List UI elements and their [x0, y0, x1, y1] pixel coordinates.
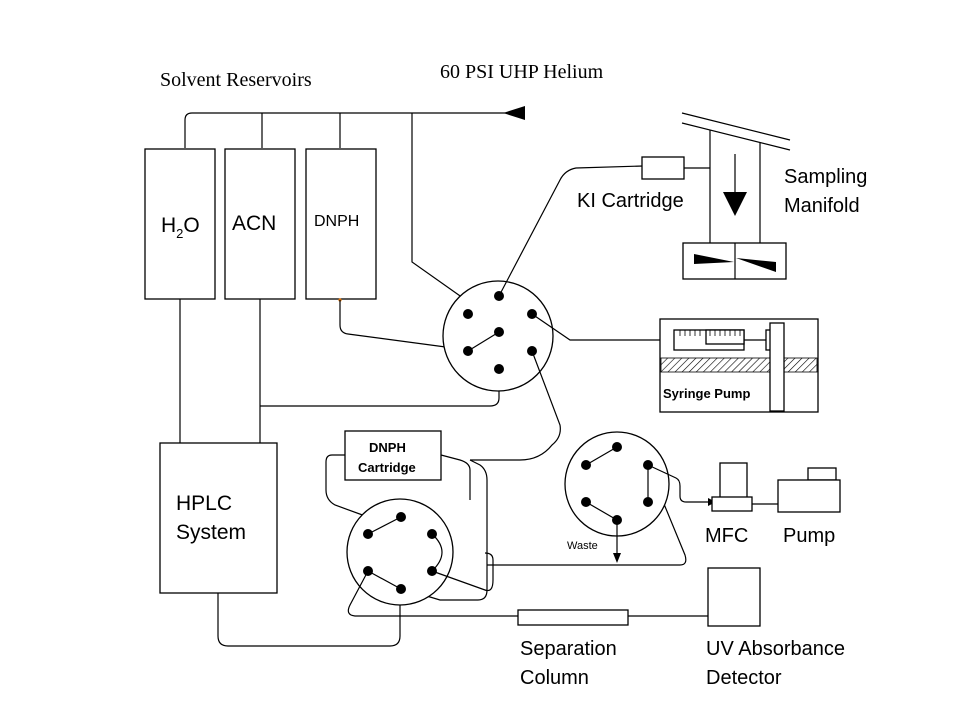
- solvent-lines: [179, 299, 500, 443]
- dnph-label: DNPH: [314, 213, 359, 230]
- ki-cartridge: [641, 156, 685, 180]
- line-to-ki-cartridge: [498, 165, 644, 297]
- vacuum-pump: [777, 467, 841, 513]
- uv-detector-label-line1: UV Absorbance: [706, 638, 845, 660]
- dnph-cartridge: [344, 430, 442, 481]
- pump-label: Pump: [783, 525, 835, 547]
- dnph-cartridge-label-line2: Cartridge: [358, 460, 416, 475]
- hplc-label-line2: System: [176, 521, 246, 544]
- h2o-label: H2O: [161, 214, 200, 241]
- syringe-pump: [659, 318, 819, 413]
- sampling-label-line1: Sampling: [784, 166, 867, 188]
- dnph-cartridge-label-line1: DNPH: [369, 440, 406, 455]
- uv-detector-label-line2: Detector: [706, 667, 782, 689]
- line-hplc-to-injection-valve: [217, 588, 401, 647]
- line-to-mfc: [647, 464, 710, 503]
- line-valve1-to-dnph-cartridge: [470, 350, 561, 461]
- acn-label: ACN: [232, 212, 276, 235]
- loop-line: [431, 552, 494, 592]
- injection-valve: [346, 498, 454, 606]
- helium-supply-title: 60 PSI UHP Helium: [440, 61, 604, 83]
- h2o-reservoir: [144, 148, 216, 300]
- mass-flow-controller: [711, 462, 753, 512]
- sampling-manifold: [681, 112, 791, 280]
- acn-reservoir: [224, 148, 296, 300]
- mfc-label: MFC: [705, 525, 748, 547]
- line-to-syringe-pump: [531, 313, 674, 341]
- waste-label: Waste: [567, 540, 598, 552]
- uv-detector: [707, 567, 761, 627]
- solvent-reservoirs-title: Solvent Reservoirs: [160, 69, 312, 91]
- hplc-label-line1: HPLC: [176, 492, 232, 515]
- syringe-pump-label: Syringe Pump: [663, 386, 750, 401]
- separation-column-label-line2: Column: [520, 667, 589, 689]
- line-injection-valve-to-sample-valve: [487, 469, 687, 566]
- separation-column-label-line1: Separation: [520, 638, 617, 660]
- dnph-reservoir: [305, 148, 377, 300]
- hplc-system: [159, 442, 278, 594]
- sampling-valve: [564, 431, 670, 563]
- helium-manifold-line: [184, 106, 525, 299]
- ki-cartridge-label: KI Cartridge: [577, 190, 684, 212]
- line-to-separation-column: [347, 570, 518, 617]
- sampling-label-line2: Manifold: [784, 195, 860, 217]
- separation-column: [517, 609, 629, 626]
- selection-valve-top: [442, 280, 554, 392]
